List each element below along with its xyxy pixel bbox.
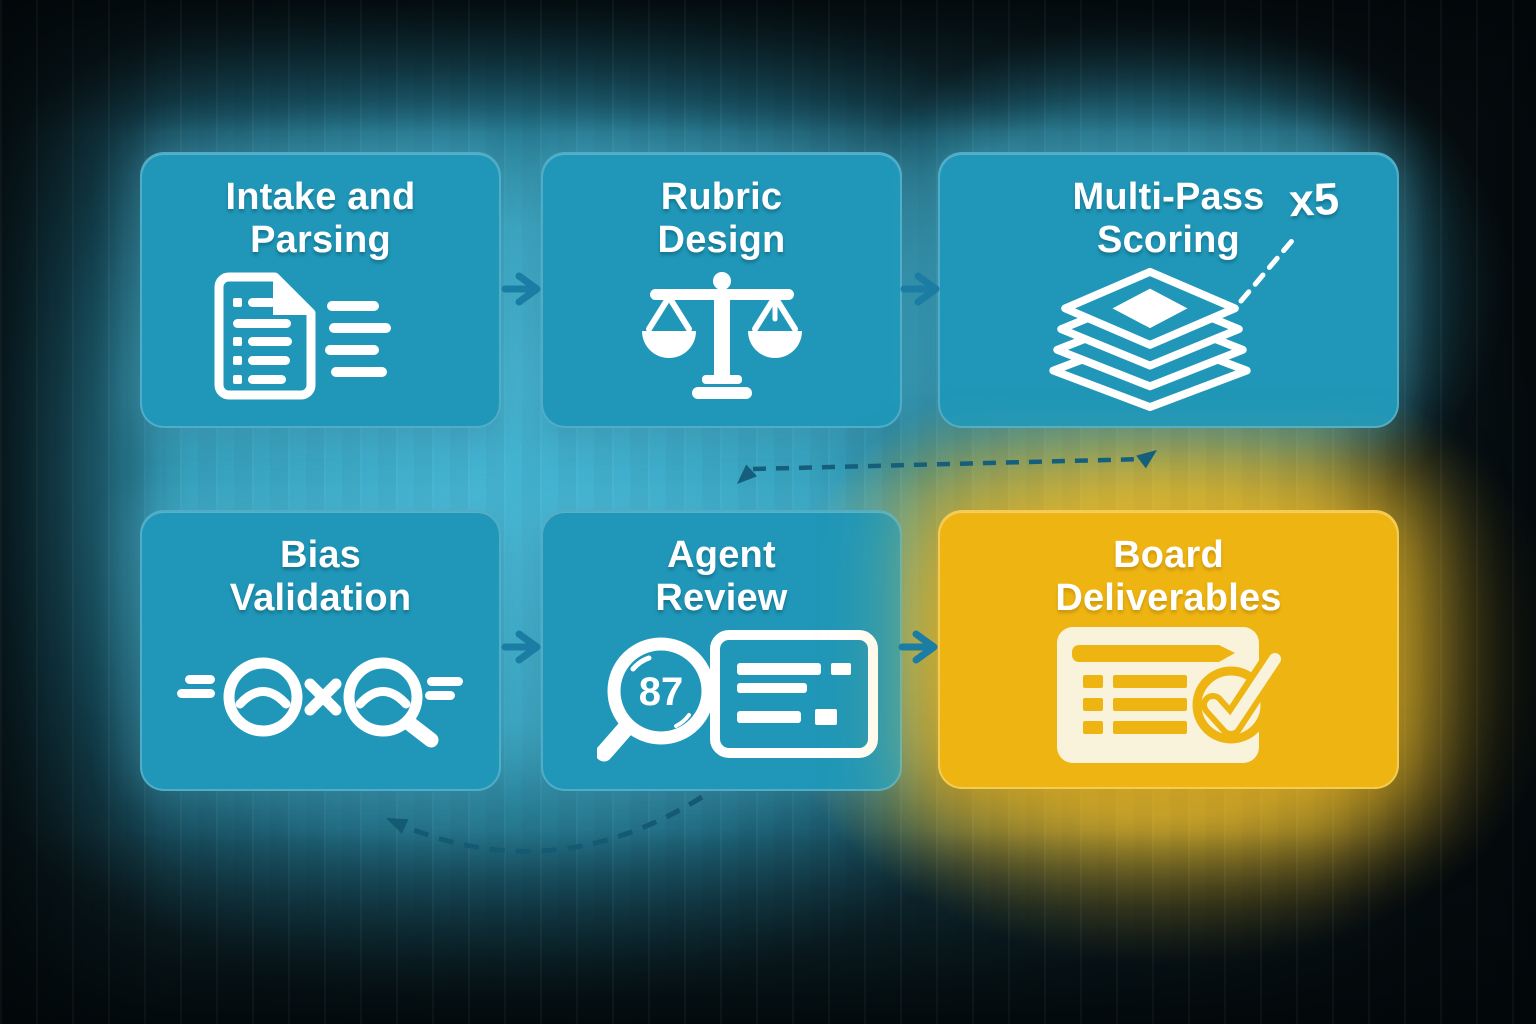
review-score-value: 87: [638, 670, 683, 714]
lens-comparison-icon: [176, 657, 463, 748]
node-bias-validation: Bias Validation: [140, 510, 501, 791]
node-board-deliverables: Board Deliverables: [938, 510, 1399, 789]
icon-zone: [940, 262, 1397, 426]
icon-zone: [142, 262, 499, 426]
document-checklist-icon: [214, 272, 391, 400]
node-title: Multi-Pass Scoring: [1072, 176, 1265, 261]
icon-zone: [940, 620, 1397, 787]
icon-zone: [142, 620, 499, 789]
node-rubric-design: Rubric Design: [541, 152, 902, 428]
node-title: Intake and Parsing: [225, 176, 416, 261]
node-title: Agent Review: [655, 534, 788, 619]
icon-zone: [543, 262, 900, 426]
stacked-layers-icon: [1048, 267, 1251, 411]
magnifier-score-icon: 87: [596, 630, 878, 762]
node-intake-and-parsing: Intake and Parsing: [140, 152, 501, 428]
node-title: Rubric Design: [657, 176, 786, 261]
balance-scale-icon: [641, 271, 802, 399]
node-title: Board Deliverables: [1055, 534, 1282, 619]
node-title: Bias Validation: [229, 534, 412, 619]
checked-report-icon: [1056, 627, 1281, 764]
node-multi-pass-scoring: Multi-Pass Scoring x5: [938, 152, 1399, 428]
node-agent-review: Agent Review 87: [541, 510, 902, 791]
icon-zone: 87: [543, 620, 900, 789]
x5-annotation: x5: [1287, 172, 1341, 227]
